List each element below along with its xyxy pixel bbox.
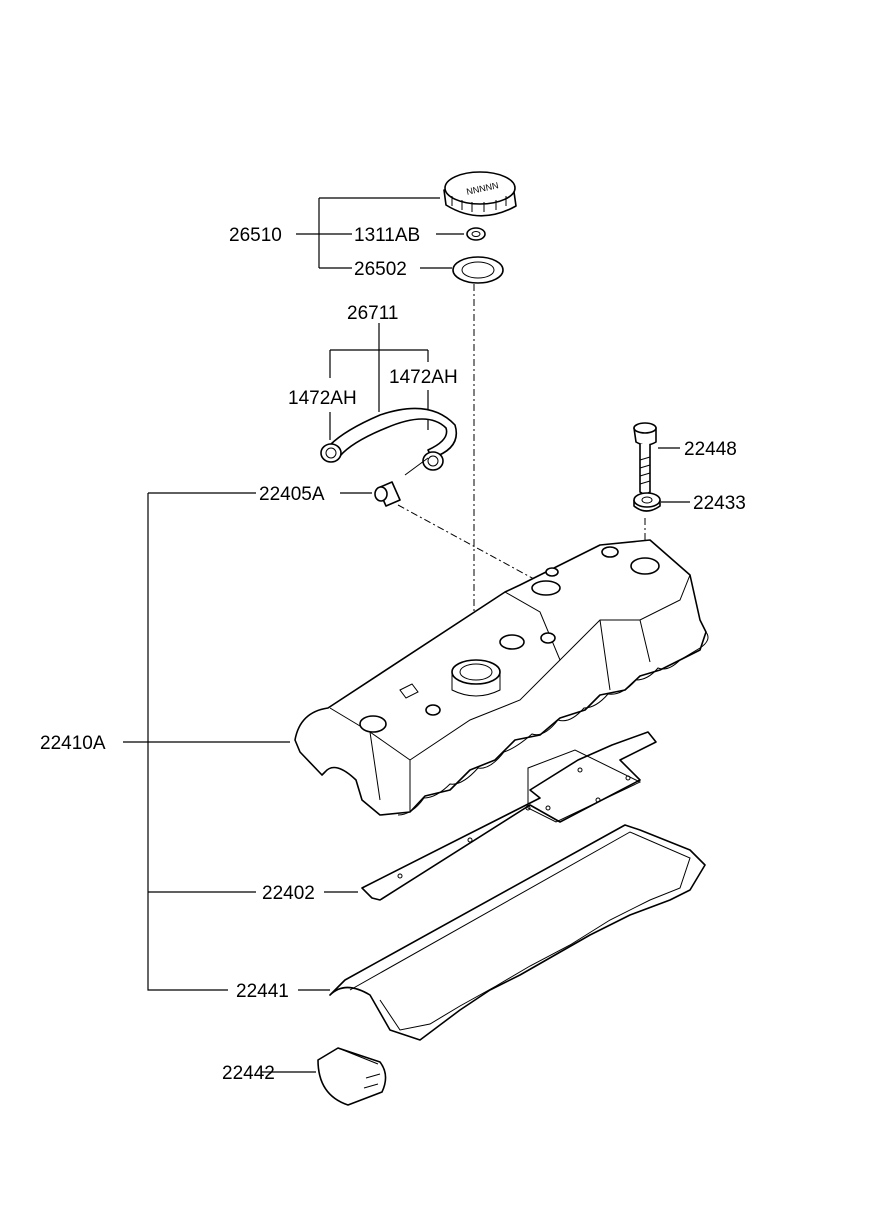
bolt [633, 422, 657, 495]
leader-lines [123, 197, 690, 1073]
label-22405A: 22405A [259, 484, 325, 505]
label-1472AH-left: 1472AH [288, 388, 357, 409]
pcv-valve [374, 481, 401, 507]
rocker-gasket [329, 824, 706, 1041]
small-gasket-1311AB [466, 227, 486, 241]
label-22402: 22402 [262, 883, 315, 904]
part-labels: 26510 1311AB 26502 26711 1472AH 1472AH 2… [40, 225, 746, 1084]
baffle-plate [361, 731, 657, 901]
label-22442: 22442 [222, 1063, 275, 1084]
half-moon-seal [317, 1047, 387, 1106]
cap-gasket [452, 256, 504, 284]
label-26510: 26510 [229, 225, 282, 246]
label-22433: 22433 [693, 493, 746, 514]
breather-hose [320, 407, 457, 476]
label-22441: 22441 [236, 981, 289, 1002]
label-22448: 22448 [684, 439, 737, 460]
rocker-cover [294, 539, 709, 816]
washer [633, 492, 661, 512]
label-1311AB: 1311AB [354, 225, 420, 246]
label-22410A: 22410A [40, 733, 106, 754]
oil-filler-cap: NNNNN [443, 171, 517, 217]
label-26502: 26502 [354, 259, 407, 280]
label-1472AH-right: 1472AH [389, 367, 458, 388]
label-26711: 26711 [347, 303, 398, 324]
